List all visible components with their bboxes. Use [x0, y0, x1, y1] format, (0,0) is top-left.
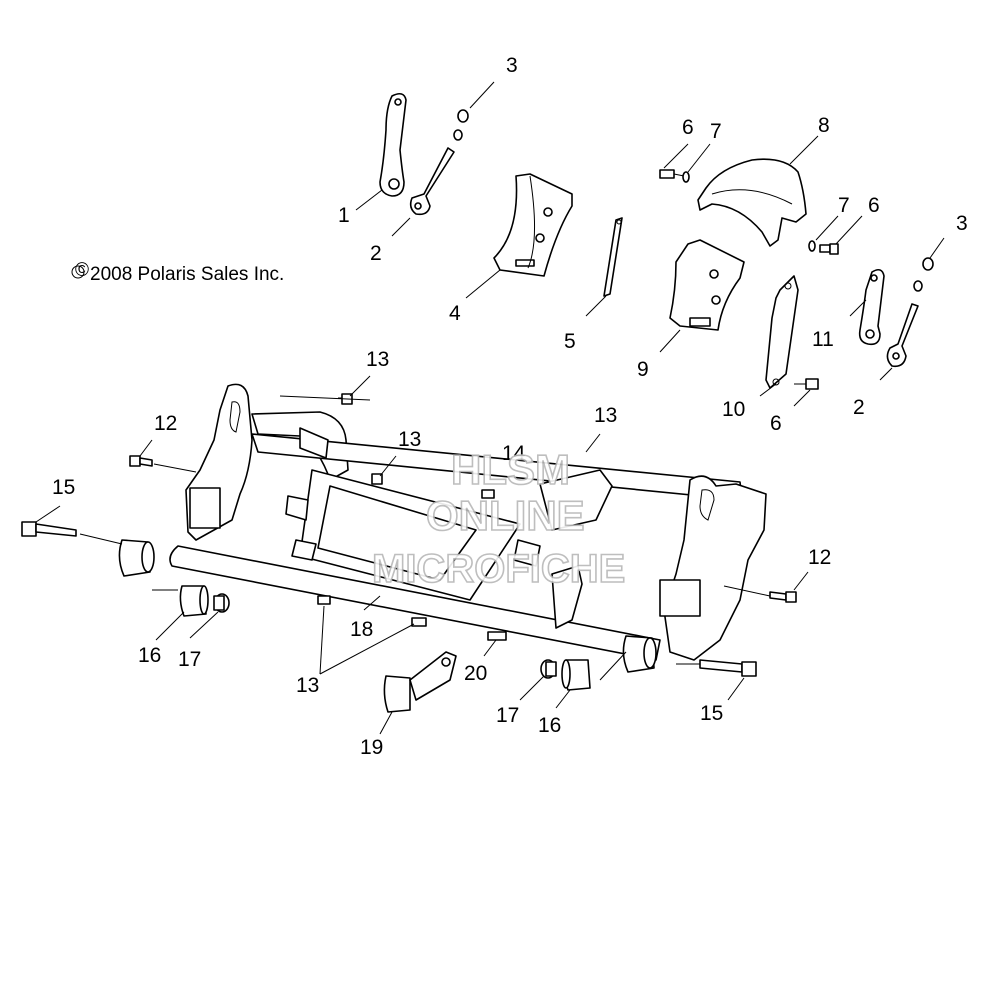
part-20-bolt	[487, 631, 507, 641]
callout-13: 13	[366, 348, 389, 371]
callout-2: 2	[370, 242, 382, 265]
callout-4: 4	[449, 302, 461, 325]
callout-15: 15	[700, 702, 723, 725]
callout-13: 13	[296, 674, 319, 697]
part-18-frame-assembly	[169, 383, 767, 661]
copyright-symbol: ©	[75, 260, 89, 281]
part-6-screw-lower	[794, 378, 819, 390]
callout-18: 18	[350, 618, 373, 641]
part-2-pin-right	[886, 303, 919, 368]
part-15-bolt-left	[21, 521, 77, 537]
callout-20: 20	[464, 662, 487, 685]
callout-11: 11	[812, 328, 834, 351]
callout-14: 14	[502, 442, 526, 465]
part-13-bolt-lower	[317, 595, 427, 627]
callout-6: 6	[682, 116, 694, 139]
part-6-screw-top	[659, 169, 690, 183]
callout-16: 16	[538, 714, 561, 737]
callout-17: 17	[178, 648, 201, 671]
part-3-nuts-right	[913, 257, 934, 292]
part-6-7-screw-washer-right	[808, 240, 839, 255]
callout-15: 15	[52, 476, 75, 499]
part-16-spacer-left	[179, 585, 209, 617]
callout-10: 10	[722, 398, 745, 421]
callout-13: 13	[398, 428, 421, 451]
callout-labels: 1 2 2 3 3 4 5 6 6 6 7 7 8 9 10 11 12 12 …	[52, 54, 968, 759]
part-12-bolt-left	[129, 455, 153, 467]
copyright-text: 2008 Polaris Sales Inc.	[90, 264, 284, 285]
part-15-bushing-left	[118, 539, 155, 577]
part-2-pin-bracket-left	[409, 147, 455, 216]
part-15-bolt-right	[699, 659, 757, 677]
callout-3: 3	[956, 212, 968, 235]
part-5-strap	[603, 217, 623, 297]
copyright-notice: © 2008 Polaris Sales Inc.	[71, 260, 284, 285]
callout-12: 12	[808, 546, 831, 569]
part-17-nut-left	[213, 593, 230, 613]
watermark-line-2: ONLINE	[426, 492, 585, 539]
copyright-circle-icon	[71, 265, 85, 279]
part-14-bolt	[481, 489, 495, 499]
watermark-line-3: MICROFICHE	[372, 547, 625, 591]
callout-5: 5	[564, 330, 576, 353]
callout-8: 8	[818, 114, 830, 137]
part-9-bracket	[669, 239, 745, 331]
callout-1: 1	[338, 204, 350, 227]
leader-lines	[35, 81, 945, 735]
part-4-curved-bracket	[493, 173, 573, 277]
part-15-bushing-right	[622, 635, 657, 673]
part-16-spacer-right	[561, 659, 591, 691]
callout-2: 2	[853, 396, 865, 419]
callout-12: 12	[154, 412, 177, 435]
part-1-link-arm	[379, 92, 407, 197]
callout-9: 9	[637, 358, 649, 381]
callout-7: 7	[838, 194, 850, 217]
callout-6: 6	[770, 412, 782, 435]
part-17-nut-right	[540, 659, 557, 679]
callout-6: 6	[868, 194, 880, 217]
part-11-link-arm-right	[858, 268, 885, 346]
callout-7: 7	[710, 120, 722, 143]
callout-13: 13	[594, 404, 617, 427]
callout-17: 17	[496, 704, 519, 727]
part-3-nuts-top	[453, 109, 469, 141]
callout-19: 19	[360, 736, 383, 759]
part-13-bolt-mid	[371, 473, 383, 485]
callout-3: 3	[506, 54, 518, 77]
watermark: HLSM ONLINE MICROFICHE	[371, 445, 626, 592]
part-8-cover	[697, 158, 807, 247]
part-12-bolt-right	[769, 591, 797, 603]
part-19-bracket	[383, 651, 457, 713]
watermark-line-1: HLSM	[451, 446, 570, 493]
part-10-strap-plate	[765, 275, 799, 389]
callout-16: 16	[138, 644, 161, 667]
